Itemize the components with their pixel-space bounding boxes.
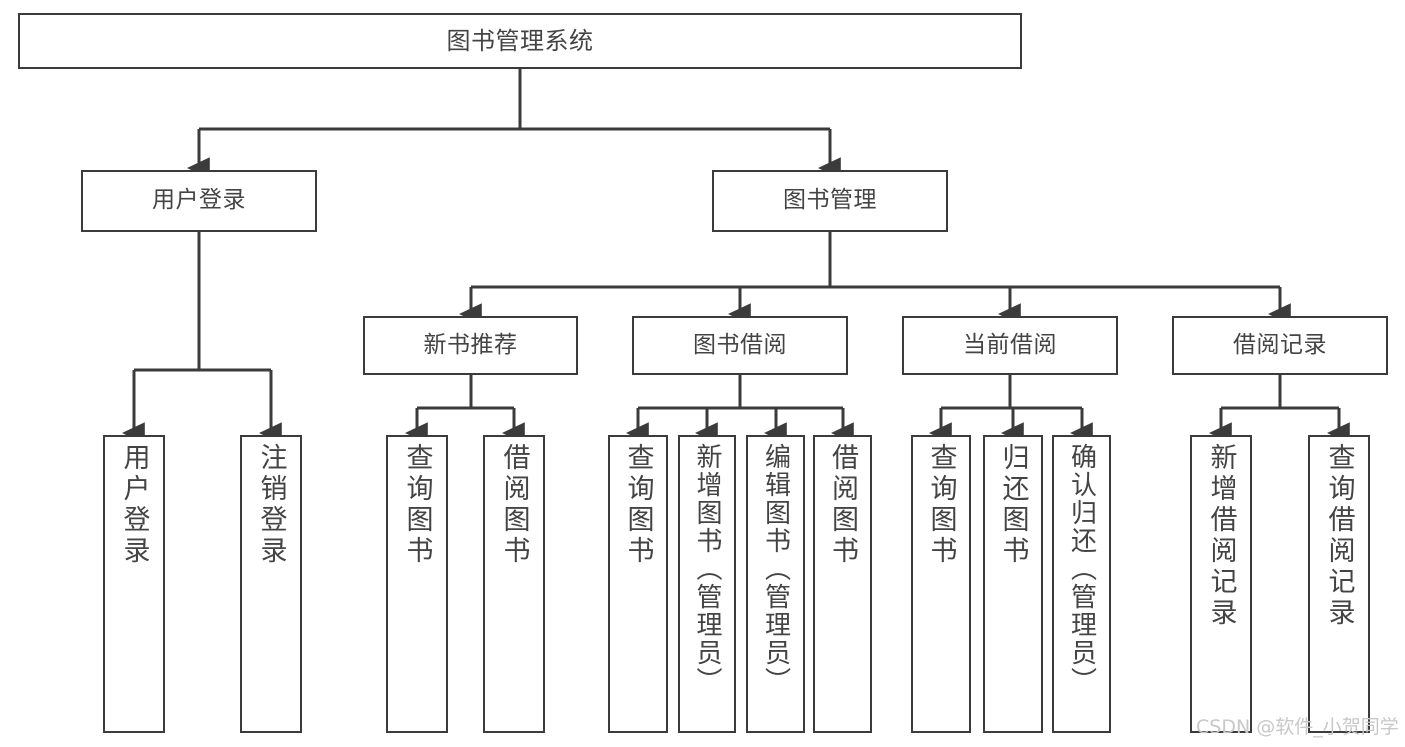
node-label: 当前借阅: [963, 331, 1057, 358]
node-label: 注销登录: [255, 443, 287, 567]
node-label: 用户登录: [152, 187, 246, 214]
node-leaf-query-book-3[interactable]: 查询图书: [911, 435, 971, 733]
node-label: 归还图书: [997, 443, 1029, 567]
node-leaf-edit-book-admin[interactable]: 编辑图书（管理员）: [746, 435, 805, 733]
node-leaf-user-login[interactable]: 用户登录: [103, 435, 165, 733]
node-leaf-return-book[interactable]: 归还图书: [983, 435, 1043, 733]
node-label: 编辑图书（管理员）: [760, 443, 791, 695]
node-leaf-borrow-book-2[interactable]: 借阅图书: [813, 435, 872, 733]
node-book-borrow[interactable]: 图书借阅: [632, 316, 848, 375]
node-leaf-logout[interactable]: 注销登录: [240, 435, 302, 733]
node-leaf-add-borrow-record[interactable]: 新增借阅记录: [1190, 435, 1252, 733]
node-label: 图书借阅: [693, 331, 787, 358]
node-label: 借阅记录: [1233, 331, 1327, 358]
node-leaf-query-book-1[interactable]: 查询图书: [386, 435, 448, 733]
node-borrow-record[interactable]: 借阅记录: [1172, 316, 1388, 375]
node-leaf-borrow-book-1[interactable]: 借阅图书: [483, 435, 545, 733]
node-label: 查询借阅记录: [1323, 443, 1355, 629]
node-user-login[interactable]: 用户登录: [81, 170, 317, 232]
node-label: 图书管理系统: [446, 26, 594, 55]
node-label: 新书推荐: [423, 331, 518, 358]
node-label: 查询图书: [401, 443, 433, 567]
node-label: 借阅图书: [827, 443, 858, 567]
node-label: 图书管理: [783, 187, 877, 214]
node-root-system[interactable]: 图书管理系统: [18, 13, 1022, 69]
node-leaf-confirm-return-admin[interactable]: 确认归还（管理员）: [1052, 435, 1111, 733]
node-label: 查询图书: [622, 443, 654, 567]
node-new-book-recommend[interactable]: 新书推荐: [363, 316, 578, 375]
node-label: 查询图书: [925, 443, 957, 567]
node-current-borrow[interactable]: 当前借阅: [902, 316, 1118, 375]
node-label: 确认归还（管理员）: [1066, 443, 1097, 695]
node-label: 新增借阅记录: [1205, 443, 1237, 629]
node-label: 借阅图书: [498, 443, 530, 567]
node-book-manage[interactable]: 图书管理: [712, 170, 948, 232]
node-label: 用户登录: [118, 443, 150, 567]
node-leaf-query-borrow-record[interactable]: 查询借阅记录: [1308, 435, 1370, 733]
node-leaf-query-book-2[interactable]: 查询图书: [608, 435, 668, 733]
node-label: 新增图书（管理员）: [692, 443, 722, 695]
node-leaf-add-book-admin[interactable]: 新增图书（管理员）: [678, 435, 736, 733]
